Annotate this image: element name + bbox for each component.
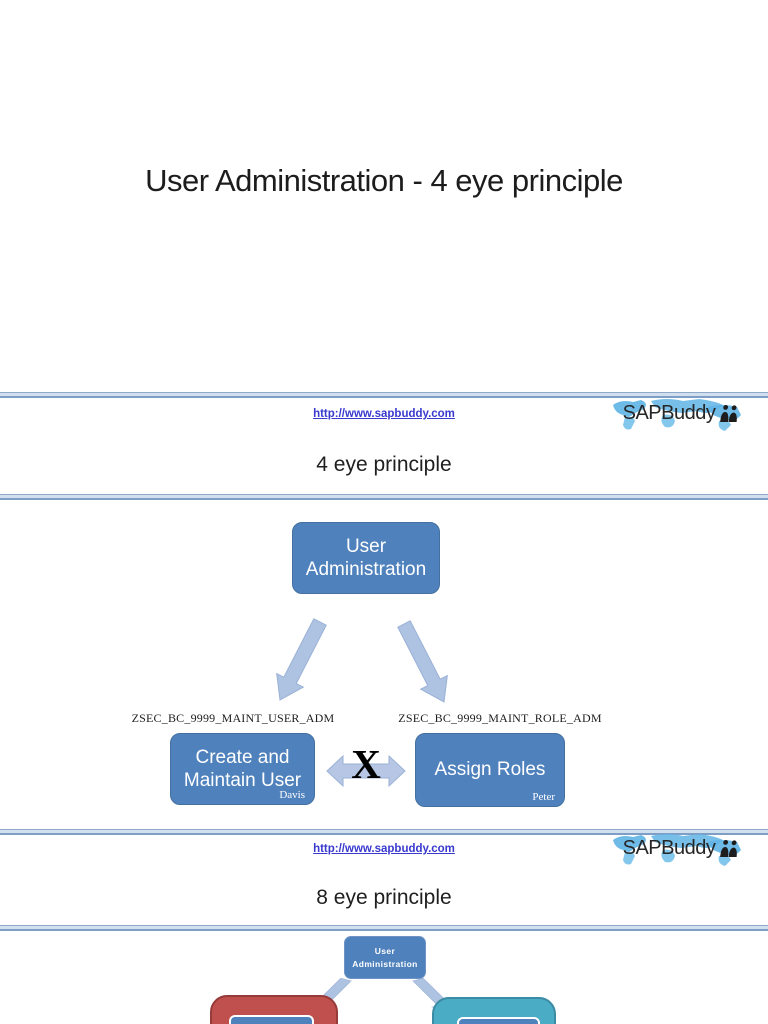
left-role-label: ZSEC_BC_9999_MAINT_USER_ADM bbox=[131, 711, 335, 725]
slide-heading: 4 eye principle bbox=[316, 453, 452, 476]
right-role-label: ZSEC_BC_9999_MAINT_ROLE_ADM bbox=[398, 711, 602, 725]
sapbuddy-url-link[interactable]: http://www.sapbuddy.com bbox=[313, 843, 455, 855]
sapbuddy-logo: SAPBuddy bbox=[611, 832, 743, 868]
people-icon bbox=[720, 840, 737, 857]
slide-heading: 8 eye principle bbox=[316, 886, 452, 909]
assign-roles-box: Assign Roles Peter bbox=[415, 733, 565, 807]
double-headed-arrow-icon bbox=[326, 754, 406, 788]
sapbuddy-logo: SAPBuddy bbox=[611, 397, 743, 433]
create-maintain-user-label: Create and Maintain User bbox=[183, 746, 302, 791]
divider-line bbox=[0, 829, 768, 835]
teal-group-inner-box bbox=[457, 1017, 540, 1024]
people-icon bbox=[720, 405, 737, 422]
arrow-down-left-icon bbox=[276, 618, 327, 701]
divider-line bbox=[0, 494, 768, 500]
user-administration-box-small: User Administration bbox=[344, 936, 426, 979]
create-maintain-user-box: Create and Maintain User Davis bbox=[170, 733, 315, 805]
arrow-down-right-icon bbox=[397, 620, 448, 703]
divider-line bbox=[0, 392, 768, 398]
person-name-davis: Davis bbox=[279, 789, 305, 801]
person-name-peter: Peter bbox=[532, 791, 555, 803]
user-administration-box: User Administration bbox=[292, 522, 440, 594]
segregation-x-mark: X bbox=[351, 741, 381, 787]
logo-wordmark: SAPBuddy bbox=[622, 402, 716, 424]
assign-roles-label: Assign Roles bbox=[434, 759, 546, 781]
sapbuddy-url-link[interactable]: http://www.sapbuddy.com bbox=[313, 408, 455, 420]
divider-line bbox=[0, 925, 768, 931]
document-title: User Administration - 4 eye principle bbox=[145, 163, 623, 198]
logo-wordmark: SAPBuddy bbox=[622, 837, 716, 859]
red-group-inner-box bbox=[229, 1015, 314, 1024]
